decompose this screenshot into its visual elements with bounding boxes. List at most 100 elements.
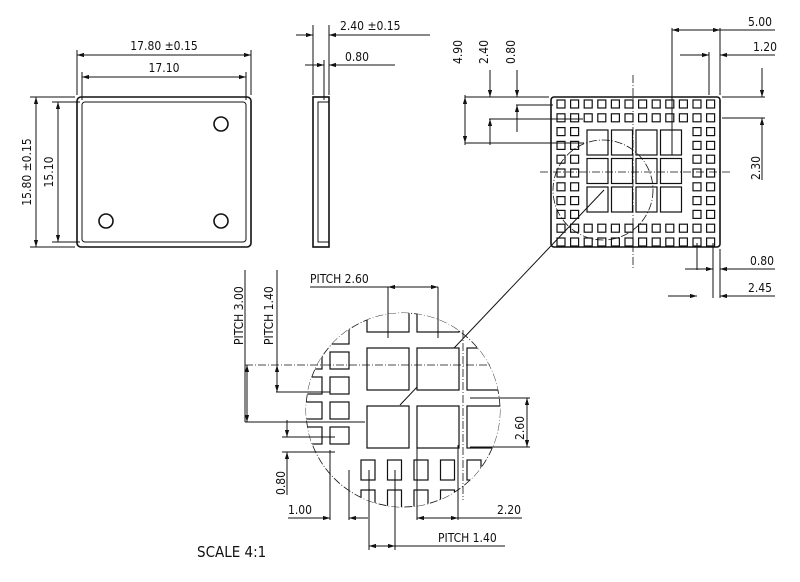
top-view: 17.80 ±0.15 17.10 15.80 ±0.15 15.10 xyxy=(20,39,252,248)
pad xyxy=(306,426,323,445)
pad xyxy=(692,99,702,109)
pad xyxy=(624,223,634,233)
pad xyxy=(624,237,634,247)
pad xyxy=(678,237,689,247)
thermal-pad xyxy=(416,347,460,391)
pad xyxy=(556,154,566,164)
dim-2.40: 2.40 xyxy=(477,40,491,64)
dim-1.00: 1.00 xyxy=(288,503,312,517)
dim-2.30: 2.30 xyxy=(749,156,763,180)
pad xyxy=(692,126,702,137)
pad xyxy=(413,489,429,507)
thermal-pad xyxy=(366,405,410,449)
pad xyxy=(329,376,350,395)
pad xyxy=(306,401,323,420)
pad xyxy=(569,182,580,192)
pad xyxy=(583,99,593,109)
pad xyxy=(556,126,566,137)
pad xyxy=(439,459,456,481)
pad xyxy=(466,489,482,507)
pad xyxy=(665,113,675,123)
pad xyxy=(624,113,634,123)
dim-height-inner: 15.10 xyxy=(42,156,56,187)
dim-2.45: 2.45 xyxy=(748,281,772,295)
pad xyxy=(329,326,350,345)
pad xyxy=(705,113,716,123)
dim-pitch-1.40-h: PITCH 1.40 xyxy=(438,531,497,545)
pad xyxy=(651,237,661,247)
pad xyxy=(665,223,675,233)
pad xyxy=(306,376,323,395)
side-view: 2.40 ±0.15 0.80 xyxy=(296,19,430,248)
pad xyxy=(678,113,689,123)
thermal-pad xyxy=(610,157,634,185)
pad xyxy=(492,459,500,481)
pad xyxy=(569,196,580,206)
pad xyxy=(692,209,702,219)
pad xyxy=(569,140,580,150)
pad xyxy=(413,459,429,481)
pad xyxy=(439,489,456,507)
thermal-pad xyxy=(586,186,609,213)
pad xyxy=(651,223,661,233)
pad xyxy=(651,113,661,123)
pad xyxy=(705,168,716,178)
pad xyxy=(569,126,580,137)
dim-pitch-1.40-v: PITCH 1.40 xyxy=(262,286,276,345)
pad xyxy=(678,99,689,109)
pad xyxy=(329,426,350,445)
dim-lip: 0.80 xyxy=(345,50,369,64)
bottom-view: 4.90 2.40 0.80 5.00 1.20 2.30 0.80 2.45 xyxy=(399,15,777,406)
mark-hole xyxy=(213,116,229,132)
dim-thickness: 2.40 ±0.15 xyxy=(340,19,401,33)
pad xyxy=(678,223,689,233)
pad xyxy=(597,237,607,247)
dim-pitch-2.60: PITCH 2.60 xyxy=(310,272,369,286)
thermal-pad xyxy=(659,157,683,185)
pad xyxy=(360,459,376,481)
pad xyxy=(569,168,580,178)
thermal-pad xyxy=(586,129,609,156)
pad xyxy=(329,351,350,370)
dim-4.90: 4.90 xyxy=(451,40,465,64)
pad xyxy=(665,99,675,109)
dim-2.60: 2.60 xyxy=(513,416,527,440)
pad xyxy=(556,196,566,206)
thermal-pad xyxy=(366,347,410,391)
pad xyxy=(705,182,716,192)
pad xyxy=(556,237,566,247)
pad xyxy=(692,113,702,123)
dim-0.80-top: 0.80 xyxy=(504,40,518,64)
pad xyxy=(466,459,482,481)
pad xyxy=(705,209,716,219)
pad xyxy=(637,237,648,247)
thermal-pad xyxy=(659,186,683,213)
pad xyxy=(556,99,566,109)
package-inner-outline xyxy=(81,101,247,243)
pad xyxy=(610,237,621,247)
pad xyxy=(705,223,716,233)
dim-width-outer: 17.80 ±0.15 xyxy=(130,39,197,53)
scale-label: SCALE 4:1 xyxy=(197,543,266,561)
pad xyxy=(306,313,323,320)
dim-height-outer: 15.80 ±0.15 xyxy=(20,138,34,205)
side-body xyxy=(312,96,330,248)
pad xyxy=(705,140,716,150)
thermal-pad xyxy=(416,405,460,449)
mark-hole xyxy=(98,213,114,229)
pad xyxy=(637,223,648,233)
pad xyxy=(651,99,661,109)
package-outline xyxy=(76,96,252,248)
dim-2.20: 2.20 xyxy=(497,503,521,517)
pad xyxy=(569,113,580,123)
pad xyxy=(692,168,702,178)
pad xyxy=(610,223,621,233)
thermal-pad xyxy=(610,129,634,156)
pad xyxy=(556,113,566,123)
dim-width-inner: 17.10 xyxy=(149,61,180,75)
pad xyxy=(329,313,350,320)
pad xyxy=(556,140,566,150)
thermal-pad xyxy=(635,186,658,213)
pad xyxy=(569,154,580,164)
pad xyxy=(583,113,593,123)
